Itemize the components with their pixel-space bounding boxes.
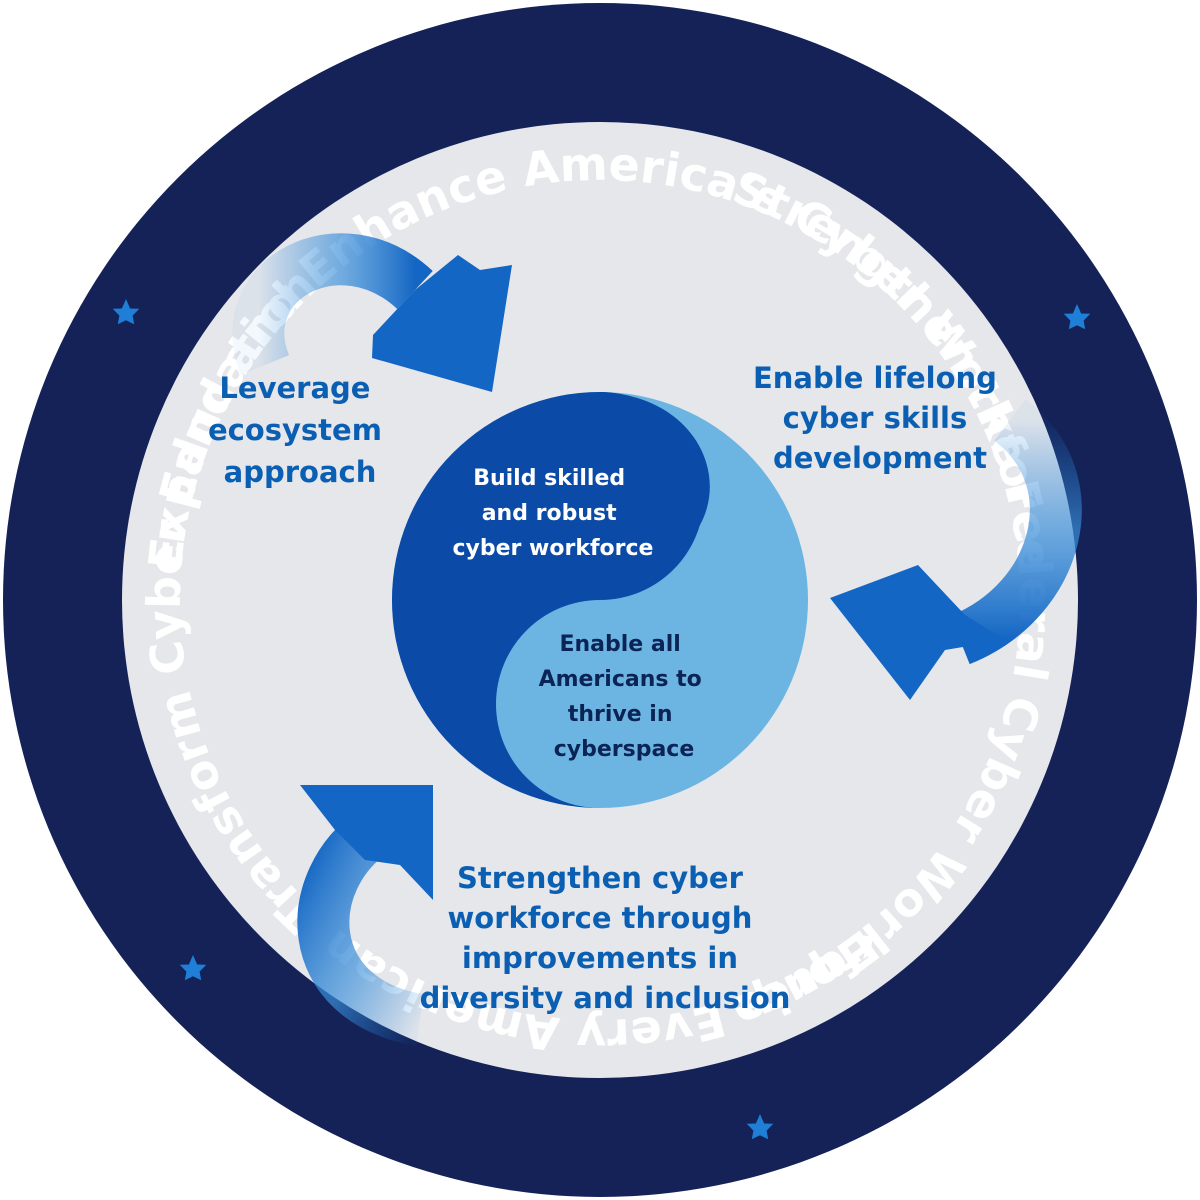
star-icon bbox=[746, 1114, 774, 1140]
center-disc-dark-upper-lobe bbox=[560, 392, 710, 600]
goal-leverage-ecosystem: Leverage ecosystem approach bbox=[208, 371, 392, 489]
center-upper-text: Build skilled and robust cyber workforce bbox=[453, 466, 654, 561]
star-icon bbox=[112, 299, 140, 325]
curved-arrow-icon-right bbox=[830, 399, 1082, 700]
goal-lifelong-skills: Enable lifelong cyber skills development bbox=[753, 361, 1007, 475]
star-icon bbox=[179, 955, 207, 981]
center-disc bbox=[392, 392, 808, 808]
curved-arrow-icon-top-left bbox=[232, 233, 512, 392]
curved-arrow-icon-bottom-left bbox=[297, 785, 433, 1046]
star-icon bbox=[1063, 304, 1091, 330]
goal-diversity-inclusion: Strengthen cyber workforce through impro… bbox=[420, 861, 791, 1015]
center-lower-text: Enable all Americans to thrive in cybers… bbox=[539, 632, 710, 762]
